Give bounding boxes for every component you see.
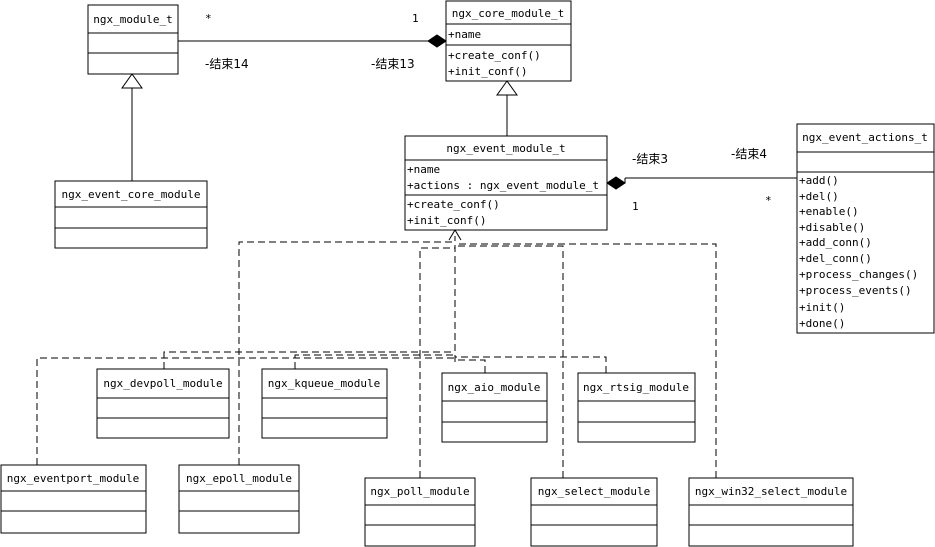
method-actions-del-conn: +del_conn(): [799, 252, 872, 265]
realization-line-aio: [455, 359, 486, 373]
realization-line-select: [455, 245, 564, 478]
class-name-ngx-select-module: ngx_select_module: [538, 485, 651, 498]
realization-line-devpoll: [163, 351, 455, 369]
class-box-ngx-kqueue-module: [261, 368, 388, 439]
class-box-ngx-devpoll-module: [96, 368, 230, 439]
realization-line-eventport: [36, 357, 455, 465]
role-label-actions: -结束4: [731, 147, 767, 161]
method-event-init-conf: +init_conf(): [407, 214, 486, 227]
attr-core-name: +name: [448, 28, 481, 41]
realization-line-rtsig: [455, 356, 607, 373]
class-name-ngx-eventport-module: ngx_eventport_module: [7, 472, 139, 485]
multiplicity-event: 1: [632, 200, 639, 213]
class-box-ngx-core-module: [445, 0, 572, 82]
inheritance-triangle-module: [121, 73, 143, 89]
realization-line-poll: [419, 247, 455, 478]
method-actions-add: +add(): [799, 174, 839, 187]
class-name-ngx-epoll-module: ngx_epoll_module: [186, 472, 292, 485]
class-box-ngx-aio-module: [441, 372, 548, 443]
class-box-ngx-epoll-module: [178, 464, 300, 534]
connectors: [131, 40, 797, 183]
method-actions-disable: +disable(): [799, 221, 865, 234]
method-actions-process-changes: +process_changes(): [799, 268, 918, 281]
class-box-ngx-poll-module: [364, 477, 476, 547]
class-name-ngx-event-actions: ngx_event_actions_t: [802, 131, 928, 144]
class-box-ngx-module: [87, 4, 179, 75]
realization-line-win32-select: [455, 243, 717, 478]
class-box-ngx-rtsig-module: [577, 372, 696, 443]
method-core-init-conf: +init_conf(): [448, 65, 527, 78]
multiplicity-actions: *: [765, 194, 772, 207]
class-box-ngx-event-core-module: [54, 180, 208, 249]
class-name-ngx-core-module: ngx_core_module_t: [452, 7, 565, 20]
method-actions-init: +init(): [799, 301, 845, 314]
realization-line-epoll: [238, 241, 455, 465]
class-name-ngx-module: ngx_module_t: [93, 13, 172, 26]
attr-event-actions: +actions : ngx_event_module_t: [407, 179, 599, 192]
multiplicity-core: 1: [412, 12, 419, 25]
method-actions-add-conn: +add_conn(): [799, 236, 872, 249]
class-name-ngx-rtsig-module: ngx_rtsig_module: [583, 381, 689, 394]
method-actions-process-events: +process_events(): [799, 284, 912, 297]
realization-line-kqueue: [294, 354, 455, 369]
method-core-create-conf: +create_conf(): [448, 49, 541, 62]
composition-diamond-core: [427, 34, 447, 48]
method-actions-del: +del(): [799, 190, 839, 203]
class-box-ngx-select-module: [530, 477, 658, 547]
inheritance-triangle-core: [496, 80, 518, 96]
class-box-ngx-eventport-module: [0, 464, 147, 534]
class-name-ngx-poll-module: ngx_poll_module: [370, 485, 469, 498]
class-box-ngx-event-actions: [796, 123, 935, 334]
method-actions-enable: +enable(): [799, 205, 859, 218]
class-name-ngx-kqueue-module: ngx_kqueue_module: [268, 377, 381, 390]
composition-diamond-event: [606, 176, 626, 190]
method-actions-done: +done(): [799, 317, 845, 330]
class-name-ngx-win32-select-module: ngx_win32_select_module: [695, 485, 847, 498]
realization-lines: [36, 236, 717, 478]
class-box-ngx-event-module: [404, 135, 608, 231]
method-event-create-conf: +create_conf(): [407, 198, 500, 211]
class-name-ngx-event-core-module: ngx_event_core_module: [61, 188, 200, 201]
class-name-ngx-event-module: ngx_event_module_t: [446, 142, 565, 155]
class-box-ngx-win32-select-module: [688, 477, 854, 547]
class-name-ngx-aio-module: ngx_aio_module: [448, 381, 541, 394]
role-label-module: -结束14: [205, 57, 249, 71]
attr-event-name: +name: [407, 163, 440, 176]
class-name-ngx-devpoll-module: ngx_devpoll_module: [103, 377, 222, 390]
multiplicity-module: *: [205, 12, 212, 25]
role-label-event: -结束3: [632, 152, 668, 166]
role-label-core: -结束13: [371, 57, 415, 71]
